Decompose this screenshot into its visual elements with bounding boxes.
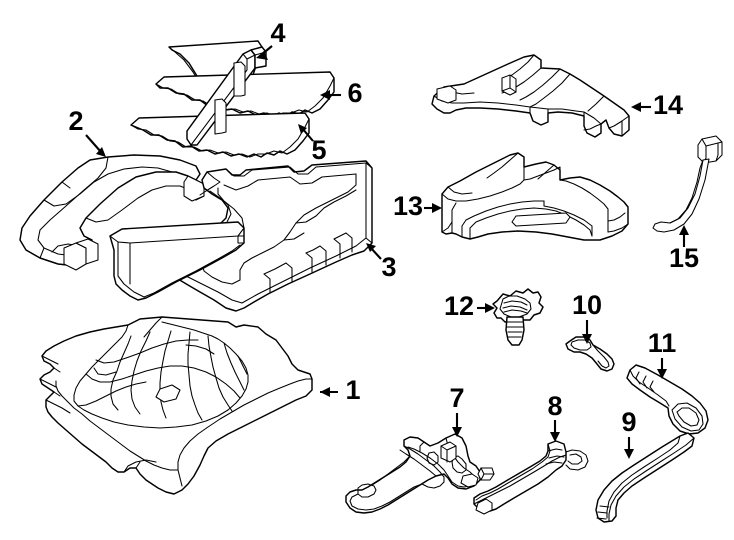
callout-14: 14 xyxy=(631,90,683,120)
callout-label-7: 7 xyxy=(449,383,464,413)
callout-label-2: 2 xyxy=(68,106,83,136)
callout-3: 3 xyxy=(366,243,397,282)
callout-9: 9 xyxy=(621,407,637,459)
callout-11: 11 xyxy=(648,328,677,379)
callout-12: 12 xyxy=(444,291,495,321)
callout-label-9: 9 xyxy=(621,407,636,437)
callout-label-10: 10 xyxy=(572,290,602,320)
part-lug-wrench-bar xyxy=(595,432,695,523)
part-spare-tire-well-floor-pan xyxy=(39,316,313,495)
callout-4: 4 xyxy=(256,18,286,60)
part-scissor-jack xyxy=(345,433,495,514)
callout-label-4: 4 xyxy=(270,18,285,48)
callout-label-8: 8 xyxy=(547,391,562,421)
callout-10: 10 xyxy=(572,290,602,344)
callout-6: 6 xyxy=(320,78,363,108)
callout-1: 1 xyxy=(320,375,361,405)
callout-label-6: 6 xyxy=(347,78,362,108)
callout-8: 8 xyxy=(547,391,563,442)
part-foam-support-block-lower xyxy=(441,152,629,241)
part-foam-tray-lower xyxy=(130,112,310,158)
callout-label-14: 14 xyxy=(653,90,683,120)
part-load-floor-cover-board xyxy=(109,160,373,312)
callout-5: 5 xyxy=(298,124,327,165)
callout-13: 13 xyxy=(393,191,442,221)
callout-label-3: 3 xyxy=(381,252,396,282)
part-wheel-nut-wrench-socket xyxy=(626,364,709,435)
part-jack-extension-rod xyxy=(473,440,589,515)
part-tow-hook-eye-rod xyxy=(652,135,723,233)
callout-15: 15 xyxy=(669,225,699,273)
callout-2: 2 xyxy=(68,106,106,157)
part-spare-tire-retaining-wing-bolt xyxy=(492,288,544,346)
part-foam-carrier-tray-left xyxy=(19,154,205,271)
part-retainer-clip xyxy=(565,336,615,372)
part-foam-support-block-upper xyxy=(431,54,630,138)
callout-label-15: 15 xyxy=(669,243,699,273)
callout-label-1: 1 xyxy=(345,375,360,405)
callout-label-12: 12 xyxy=(444,291,474,321)
callout-label-5: 5 xyxy=(311,135,326,165)
callout-7: 7 xyxy=(449,383,465,437)
foam-tray-tabs xyxy=(214,61,246,135)
callout-label-11: 11 xyxy=(648,328,677,358)
callout-label-13: 13 xyxy=(393,191,423,221)
